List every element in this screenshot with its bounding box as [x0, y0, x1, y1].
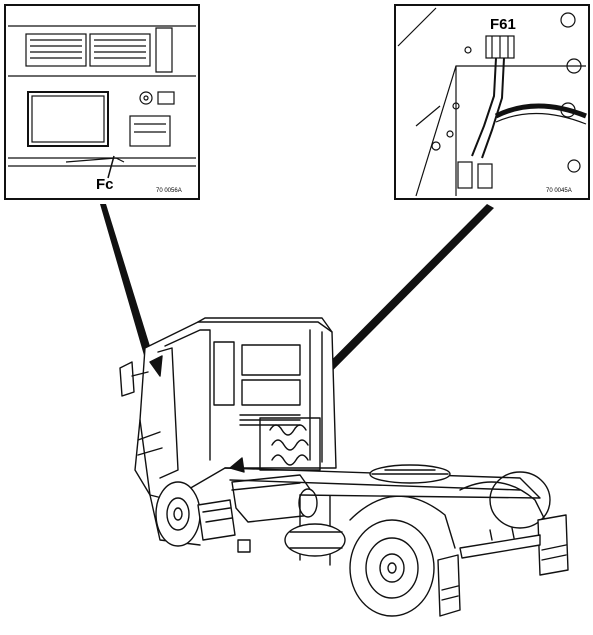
cab-window-1: [241, 344, 301, 376]
callout-fc: Fc: [96, 176, 114, 193]
figure-code-right: 70 0045A: [546, 188, 572, 194]
callout-f61: F61: [490, 16, 516, 33]
coiled-lines: [269, 424, 309, 466]
leader-line-left: [100, 204, 158, 376]
figure-code-left: 70 0056A: [156, 188, 182, 194]
cab-window-2: [241, 379, 301, 406]
rear-wheel-outer: [349, 519, 435, 617]
inset-dashboard-fc: Fc 70 0056A: [4, 4, 200, 200]
rear-wheel-inner: [489, 471, 551, 529]
air-tank: [284, 523, 346, 557]
arrow-f61: [229, 457, 245, 473]
inset-connector-f61: F61 70 0045A: [394, 4, 590, 200]
front-wheel: [155, 481, 201, 547]
rear-mudguard: [349, 495, 456, 549]
cab-roof: [197, 317, 333, 333]
dashboard-drawing: [8, 25, 196, 179]
mirror: [119, 361, 135, 397]
truck-illustration: [119, 317, 569, 617]
arrow-fc: [149, 355, 163, 377]
mud-flap-left: [437, 554, 461, 617]
mud-flap-right: [537, 514, 569, 576]
connector-drawing: [397, 7, 587, 197]
